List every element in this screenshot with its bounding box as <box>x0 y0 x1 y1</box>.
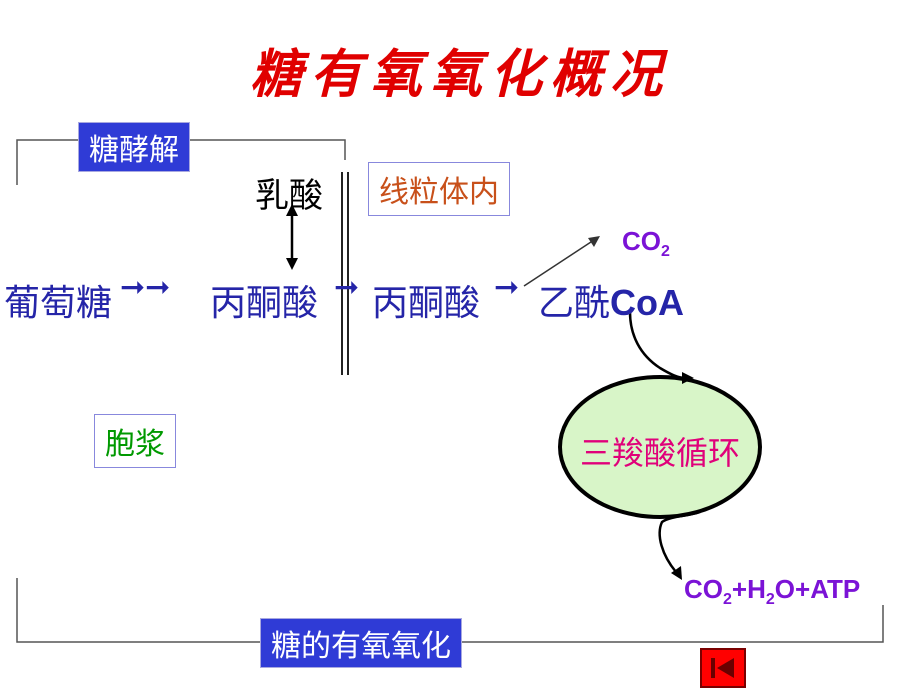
aerobic-oxidation-label: 糖的有氧氧化 <box>260 618 462 668</box>
mitochondria-label: 线粒体内 <box>368 162 510 216</box>
out-of-cycle-arrow <box>658 510 701 573</box>
tca-cycle-ellipse <box>558 375 762 519</box>
back-to-start-button[interactable] <box>700 648 746 688</box>
back-to-start-icon <box>711 658 734 678</box>
arrow-3: ➞ <box>494 270 520 305</box>
cytoplasm-label: 胞浆 <box>94 414 176 468</box>
co2-release-arrow <box>523 239 595 287</box>
glycolysis-label: 糖酵解 <box>78 122 190 172</box>
into-cycle-arrow <box>628 311 687 380</box>
page-title: 糖有氧氧化概况 <box>249 44 670 105</box>
arrow-2: ➞ <box>334 270 360 305</box>
pyruvate-mitochondria-label: 丙酮酸 <box>372 283 481 324</box>
arrow-1: ➞➞ <box>120 270 171 305</box>
co2-product-top: CO2 <box>622 226 670 261</box>
glucose-label: 葡萄糖 <box>4 283 113 324</box>
final-products: CO2+H2O+ATP <box>684 574 861 609</box>
tca-cycle-label: 三羧酸循环 <box>579 434 740 472</box>
acetyl-coa-label: 乙酰CoA <box>538 282 685 324</box>
pyruvate-cytoplasm-label: 丙酮酸 <box>210 283 319 324</box>
lactate-label: 乳酸 <box>255 176 323 216</box>
